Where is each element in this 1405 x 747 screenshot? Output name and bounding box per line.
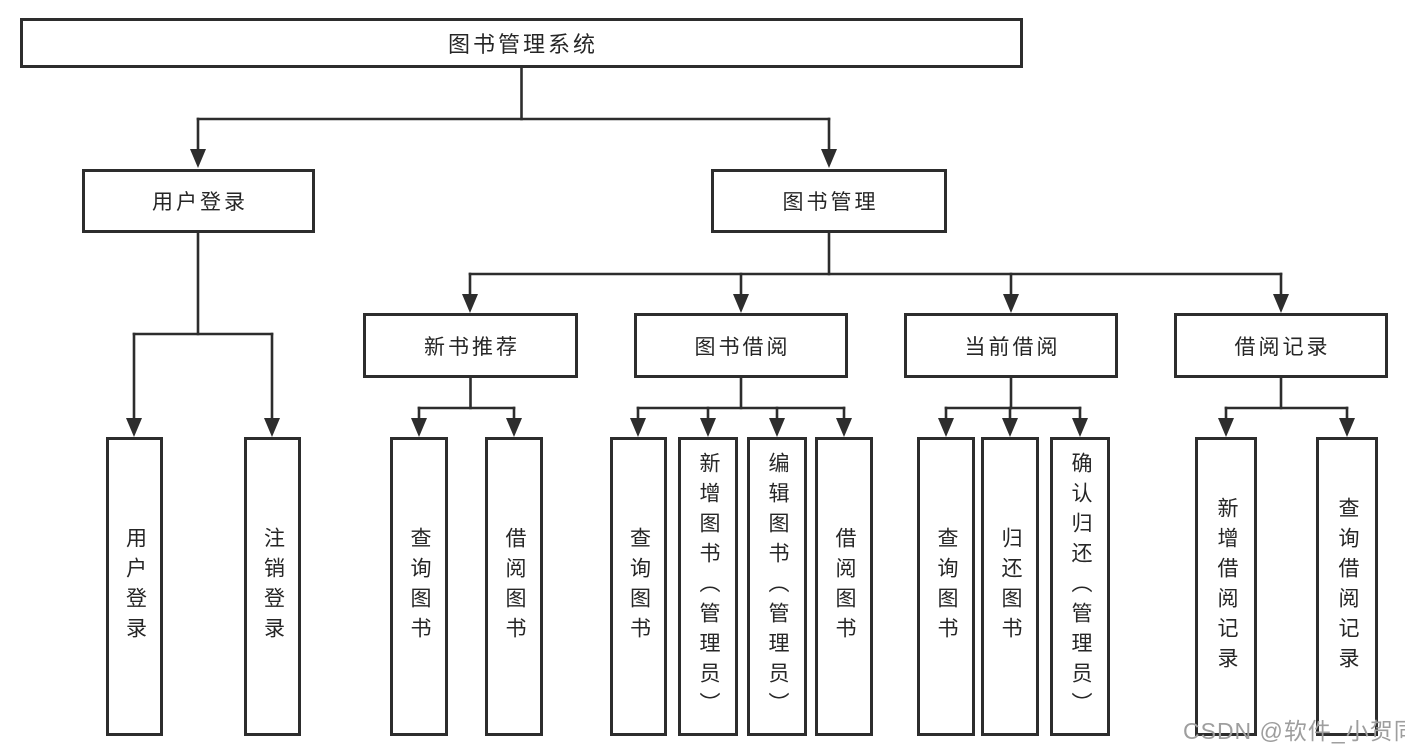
- node-label: 用户登录: [152, 191, 248, 214]
- node-book-borrow: 图书借阅: [634, 313, 848, 378]
- node-current-borrow: 当前借阅: [904, 313, 1118, 378]
- leaf-edit-book-admin: 编辑图书（管理员）: [747, 437, 807, 736]
- node-label: 确认归还（管理员）: [1069, 451, 1093, 722]
- leaf-add-book-admin: 新增图书（管理员）: [678, 437, 738, 736]
- leaf-add-borrow-record: 新增借阅记录: [1195, 437, 1257, 736]
- node-label: 图书借阅: [694, 335, 791, 359]
- node-label: 编辑图书（管理员）: [766, 451, 790, 722]
- node-label: 借阅记录: [1234, 335, 1331, 359]
- node-label: 查询图书: [935, 526, 959, 647]
- leaf-borrow-books-recommend: 借阅图书: [485, 437, 543, 736]
- node-label: 归还图书: [999, 526, 1023, 647]
- leaf-confirm-return-admin: 确认归还（管理员）: [1050, 437, 1110, 736]
- leaf-borrow-books: 借阅图书: [815, 437, 873, 736]
- node-label: 查询借阅记录: [1336, 496, 1360, 677]
- leaf-logout: 注销登录: [244, 437, 301, 736]
- leaf-query-books-recommend: 查询图书: [390, 437, 448, 736]
- node-borrow-records: 借阅记录: [1174, 313, 1388, 378]
- node-label: 当前借阅: [964, 335, 1061, 359]
- node-library-system: 图书管理系统: [20, 18, 1023, 68]
- node-label: 新增借阅记录: [1215, 496, 1239, 677]
- node-label: 查询图书: [408, 526, 432, 647]
- node-book-management: 图书管理: [711, 169, 947, 233]
- node-label: 图书管理系统: [447, 32, 598, 57]
- leaf-user-login: 用户登录: [106, 437, 163, 736]
- node-user-login: 用户登录: [82, 169, 315, 233]
- node-label: 新书推荐: [424, 335, 520, 359]
- node-label: 新增图书（管理员）: [697, 451, 721, 722]
- node-label: 借阅图书: [833, 526, 857, 647]
- node-label: 用户登录: [123, 526, 147, 647]
- leaf-query-books-current: 查询图书: [917, 437, 975, 736]
- node-label: 查询图书: [627, 526, 651, 647]
- leaf-query-borrow-record: 查询借阅记录: [1316, 437, 1378, 736]
- node-label: 图书管理: [782, 191, 879, 214]
- csdn-watermark: CSDN @软件_小贺同学: [1183, 718, 1405, 744]
- leaf-return-books: 归还图书: [981, 437, 1039, 736]
- leaf-query-books-borrow: 查询图书: [610, 437, 667, 736]
- node-new-book-recommend: 新书推荐: [363, 313, 578, 378]
- node-label: 注销登录: [261, 526, 285, 647]
- node-label: 借阅图书: [503, 526, 527, 647]
